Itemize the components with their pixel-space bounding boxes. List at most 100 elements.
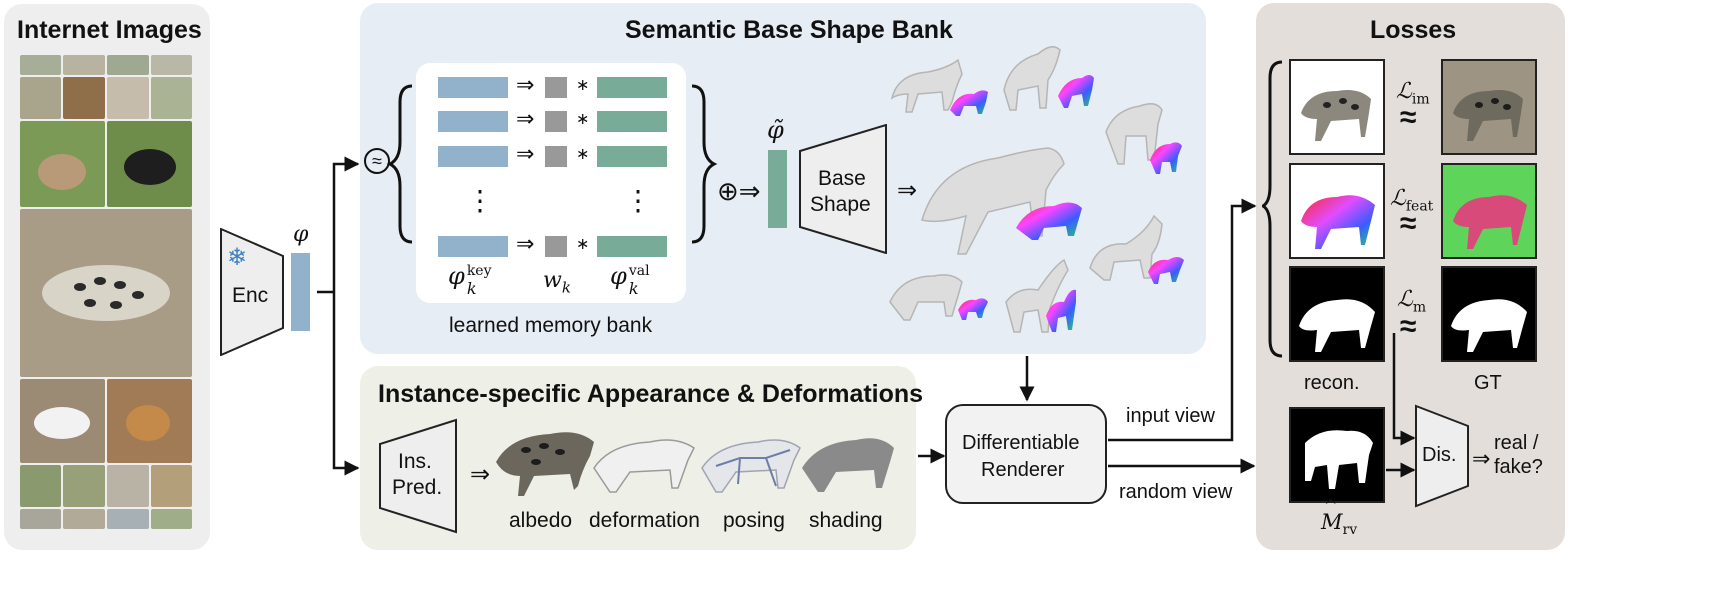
phi-tilde-vector: [768, 150, 787, 228]
gt-image-thumbnail: [1441, 59, 1537, 155]
vdots-key: ⋮: [466, 185, 494, 216]
base-shape-label-1: Base: [818, 167, 866, 190]
instance-arrow: ⇒: [470, 461, 491, 488]
value-vector: [597, 77, 667, 98]
instance-predictor-label-2: Pred.: [392, 476, 443, 499]
value-vector: [597, 236, 667, 257]
photo-thumbnail: [63, 55, 105, 75]
mosaic-animals: [34, 149, 176, 441]
value-superscript: val: [628, 263, 650, 279]
base-shape-block: [799, 124, 887, 254]
loss-image-label: ℒim: [1396, 79, 1430, 107]
approx-glyph: ≈: [372, 151, 382, 171]
key-vector: [438, 77, 508, 98]
photo-thumbnail: [20, 465, 61, 507]
base-shape-renders: [889, 46, 1184, 333]
photo-thumbnail: [63, 465, 105, 507]
m-hat: M^: [1321, 496, 1343, 534]
feature-vector: [291, 253, 310, 331]
weight-scalar: [545, 146, 567, 167]
photo-thumbnail: [63, 77, 105, 119]
photo-thumbnail: [107, 55, 149, 75]
key-vector: [438, 146, 508, 167]
phi-tilde-symbol: φ̃: [767, 116, 784, 144]
shape-bank-title: Semantic Base Shape Bank: [625, 16, 953, 44]
photo-thumbnail: [151, 55, 192, 75]
weight-subscript: k: [561, 278, 571, 297]
instance-predictor-block: [379, 418, 457, 534]
memory-bank-box: [416, 63, 686, 303]
photo-thumbnail: [107, 509, 149, 529]
snowflake-icon: ❄: [227, 244, 248, 271]
output-posing: posing: [723, 509, 785, 532]
gt-mask-thumbnail: [1441, 266, 1537, 362]
row-arrow: ⇒: [516, 141, 535, 166]
losses-brace: [1262, 60, 1283, 358]
recon-feature-thumbnail: [1289, 163, 1385, 259]
loss-mask-approx: ≈: [1400, 310, 1417, 343]
real-fake-arrow: ⇒: [1472, 446, 1491, 471]
loss-feature-symbol: ℒ: [1390, 186, 1406, 211]
star-operator: ∗: [576, 236, 590, 253]
instance-predictor-label-1: Ins.: [398, 450, 432, 473]
discriminator-label: Dis.: [1422, 444, 1457, 466]
encoder-block: [220, 228, 284, 356]
loss-image-symbol: ℒ: [1396, 79, 1412, 104]
key-superscript: key: [466, 263, 492, 279]
loss-mask-symbol: ℒ: [1397, 287, 1413, 312]
photo-thumbnail: [151, 465, 192, 507]
m-rv-main: M: [1321, 510, 1343, 534]
approx-symbol: ≈: [364, 148, 390, 174]
recon-image-thumbnail: [1289, 59, 1385, 155]
value-symbol: φ: [610, 262, 627, 290]
oplus-arrow: ⊕⇒: [717, 176, 761, 206]
input-view-label: input view: [1126, 405, 1215, 427]
discriminator-block: [1415, 404, 1469, 508]
appearance-title: Instance-specific Appearance & Deformati…: [378, 380, 924, 408]
photo-thumbnail: [63, 509, 105, 529]
random-view-label: random view: [1119, 481, 1233, 503]
encoder-label: Enc: [232, 284, 269, 307]
star-operator: ∗: [576, 111, 590, 128]
row-arrow: ⇒: [516, 106, 535, 131]
random-view-mask-thumbnail: [1289, 407, 1385, 503]
loss-feature-label: ℒfeat: [1390, 186, 1433, 214]
weight-scalar: [545, 236, 567, 257]
photo-thumbnail: [151, 509, 192, 529]
vdots-val: ⋮: [624, 185, 652, 216]
loss-mask-subscript: m: [1412, 299, 1427, 316]
memory-bank-caption: learned memory bank: [449, 314, 653, 337]
value-subscript: k: [628, 279, 639, 298]
star-operator: ∗: [576, 146, 590, 163]
photo-thumbnail: [20, 77, 61, 119]
star-operator: ∗: [576, 77, 590, 94]
photo-thumbnail: [107, 77, 149, 119]
losses-title: Losses: [1370, 16, 1457, 44]
loss-feature-approx: ≈: [1400, 207, 1417, 240]
recon-mask-thumbnail: [1289, 266, 1385, 362]
key-vector: [438, 111, 508, 132]
key-subscript: k: [466, 279, 477, 298]
gt-feature-thumbnail: [1441, 163, 1537, 259]
real-fake-label-2: fake?: [1494, 456, 1543, 478]
internet-images-title: Internet Images: [17, 16, 202, 44]
renderer-label-1: Differentiable: [962, 432, 1080, 454]
output-albedo: albedo: [509, 509, 573, 532]
key-symbol: φ: [448, 262, 465, 290]
feature-symbol: φ: [293, 222, 309, 247]
output-deformation: deformation: [589, 509, 700, 532]
recon-label: recon.: [1304, 372, 1360, 394]
image-mosaic: [20, 55, 192, 529]
base-shape-label-2: Shape: [810, 193, 871, 216]
renderer-label-2: Renderer: [981, 459, 1065, 481]
gt-label: GT: [1474, 372, 1502, 394]
photo-thumbnail: [20, 509, 61, 529]
output-shading: shading: [809, 509, 883, 532]
row-arrow: ⇒: [516, 72, 535, 97]
weight-scalar: [545, 111, 567, 132]
instance-renders: [496, 432, 894, 496]
random-view-mask-label: M^rv: [1321, 496, 1357, 538]
